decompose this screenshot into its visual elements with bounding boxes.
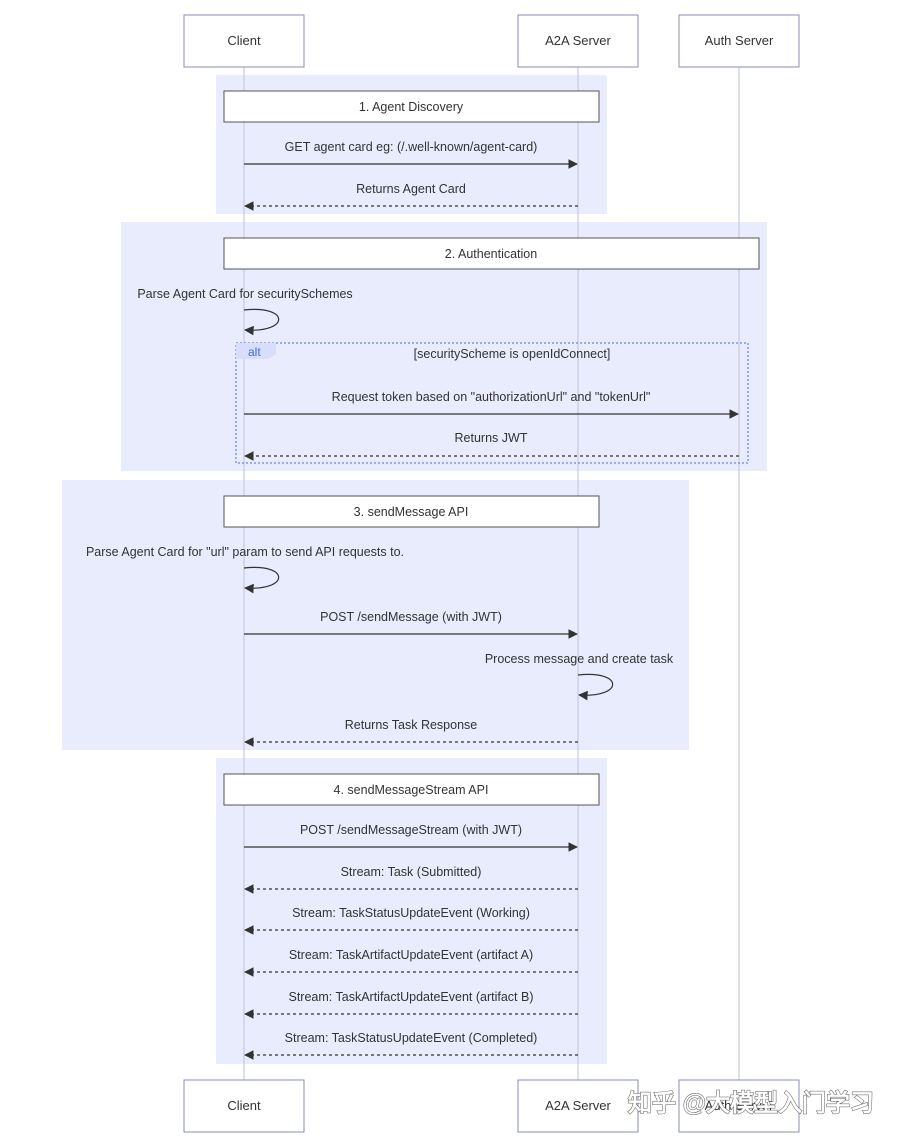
msg-stream-artifact-b-label: Stream: TaskArtifactUpdateEvent (artifac… [288, 990, 533, 1004]
auth-server-actor-top-label: Auth Server [705, 33, 774, 48]
msg-returns-jwt-label: Returns JWT [455, 431, 528, 445]
section-3-title: 3. sendMessage API [354, 505, 469, 519]
self-note-parse-url-loop [243, 566, 279, 594]
msg-stream-status-working-label: Stream: TaskStatusUpdateEvent (Working) [292, 906, 530, 920]
section-4-background [216, 758, 607, 1064]
section-3-title-box [223, 495, 600, 528]
self-note-process-message-label: Process message and create task [485, 652, 674, 666]
a2a-server-actor-bottom [517, 1079, 639, 1133]
section-1-title: 1. Agent Discovery [359, 100, 464, 114]
alt-tag-background [236, 343, 276, 359]
auth-server-actor-bottom-label: Auth Server [705, 1098, 774, 1113]
msg-get-agent-card-label: GET agent card eg: (/.well-known/agent-c… [285, 140, 538, 154]
section-2-title-box [223, 237, 760, 270]
client-actor-top-label: Client [227, 33, 261, 48]
a2a-server-actor-bottom-label: A2A Server [545, 1098, 611, 1113]
alt-condition: [securityScheme is openIdConnect] [414, 347, 611, 361]
section-4-title: 4. sendMessageStream API [334, 783, 489, 797]
msg-stream-artifact-a-label: Stream: TaskArtifactUpdateEvent (artifac… [289, 948, 533, 962]
self-note-parse-security-loop [243, 308, 279, 336]
msg-stream-status-completed-label: Stream: TaskStatusUpdateEvent (Completed… [285, 1031, 538, 1045]
self-note-parse-url-label: Parse Agent Card for "url" param to send… [86, 545, 404, 559]
auth-server-actor-bottom [678, 1079, 800, 1133]
watermark: 知乎 @大模型入门学习 [628, 1089, 874, 1117]
client-actor-top [183, 14, 305, 68]
alt-tag-label: alt [248, 345, 261, 359]
msg-returns-agent-card-label: Returns Agent Card [356, 182, 466, 196]
a2a-server-actor-top-label: A2A Server [545, 33, 611, 48]
msg-post-sendmessage-label: POST /sendMessage (with JWT) [320, 610, 502, 624]
self-note-process-message-loop [577, 673, 613, 701]
msg-post-sendmessagestream-label: POST /sendMessageStream (with JWT) [300, 823, 522, 837]
alt-frame [235, 342, 749, 464]
self-note-parse-security-label: Parse Agent Card for securitySchemes [137, 287, 352, 301]
client-actor-bottom [183, 1079, 305, 1133]
auth-server-actor-top [678, 14, 800, 68]
msg-request-token-label: Request token based on "authorizationUrl… [332, 390, 651, 404]
section-4-title-box [223, 773, 600, 806]
section-2-title: 2. Authentication [445, 247, 537, 261]
msg-stream-task-submitted-label: Stream: Task (Submitted) [341, 865, 482, 879]
section-1-title-box [223, 90, 600, 123]
client-actor-bottom-label: Client [227, 1098, 261, 1113]
msg-returns-task-response-label: Returns Task Response [345, 718, 478, 732]
a2a-server-actor-top [517, 14, 639, 68]
